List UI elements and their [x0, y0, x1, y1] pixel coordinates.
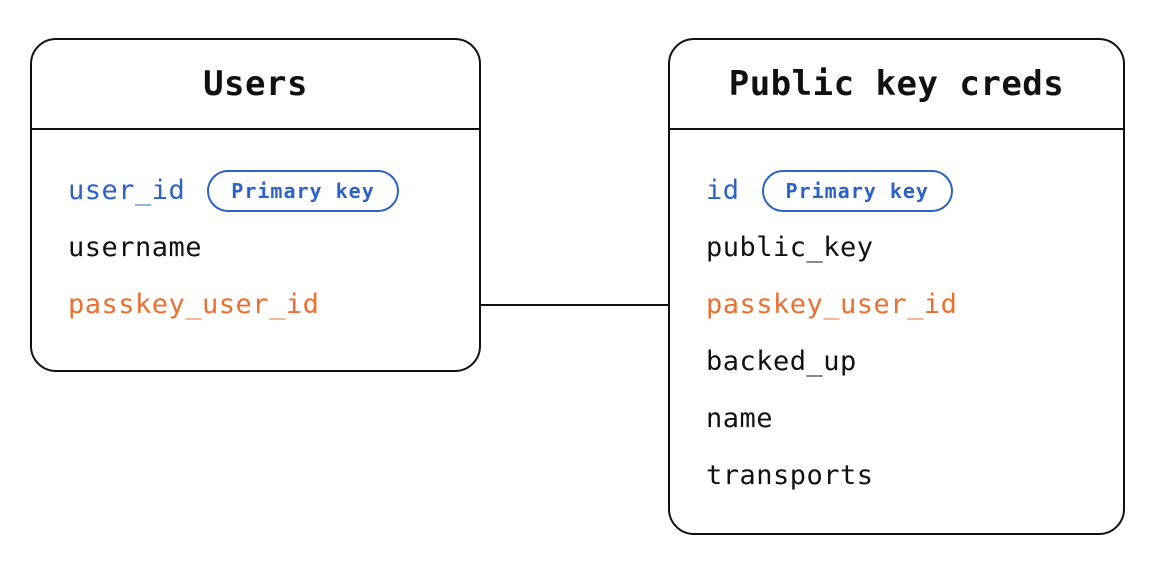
primary-key-badge: Primary key [761, 169, 953, 212]
field-row-backed_up: backed_up [706, 333, 1123, 390]
field-row-passkey_user_id: passkey_user_id [68, 276, 479, 333]
relationship-line [480, 304, 668, 306]
field-name: name [706, 403, 774, 434]
field-name: user_id [68, 175, 186, 206]
field-name: transports [706, 460, 874, 491]
field-row-public_key: public_key [706, 219, 1123, 276]
field-name: passkey_user_id [706, 289, 958, 320]
field-name: id [706, 175, 740, 206]
table-users-body: user_id Primary key username passkey_use… [32, 130, 479, 333]
field-row-transports: transports [706, 447, 1123, 504]
field-row-username: username [68, 219, 479, 276]
primary-key-badge: Primary key [207, 169, 399, 212]
field-row-user_id: user_id Primary key [68, 162, 479, 219]
field-row-passkey_user_id: passkey_user_id [706, 276, 1123, 333]
table-users: Users user_id Primary key username passk… [30, 38, 481, 372]
field-name: username [68, 232, 203, 263]
table-title: Users [203, 64, 308, 104]
table-users-header: Users [32, 40, 479, 130]
field-row-id: id Primary key [706, 162, 1123, 219]
table-public-key-creds: Public key creds id Primary key public_k… [668, 38, 1125, 535]
table-title: Public key creds [728, 64, 1065, 104]
table-public-key-creds-body: id Primary key public_key passkey_user_i… [670, 130, 1123, 504]
field-name: passkey_user_id [68, 289, 320, 320]
field-name: backed_up [706, 346, 857, 377]
field-row-name: name [706, 390, 1123, 447]
table-public-key-creds-header: Public key creds [670, 40, 1123, 130]
field-name: public_key [706, 232, 874, 263]
